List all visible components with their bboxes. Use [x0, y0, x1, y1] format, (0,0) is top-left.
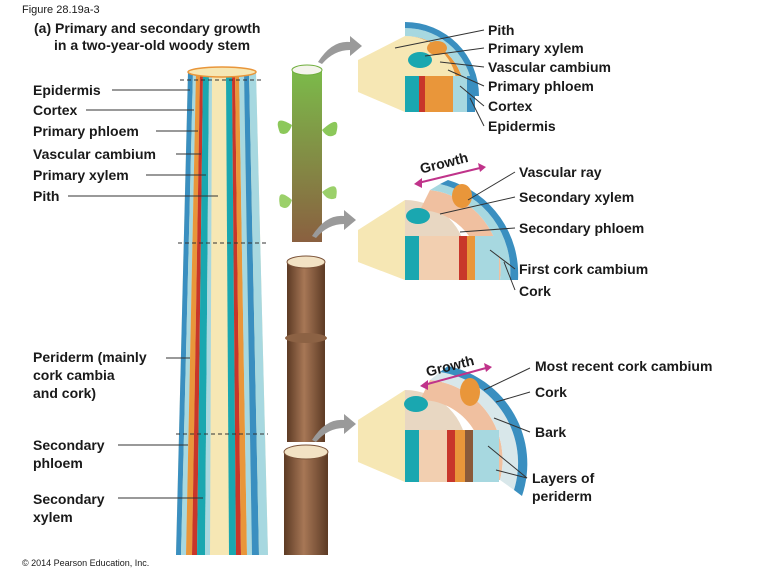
label-pith: Pith [33, 188, 60, 204]
green-young-stem [277, 64, 338, 242]
title-line-1: (a) Primary and secondary growth [34, 20, 261, 36]
label-epidermis: Epidermis [33, 82, 101, 98]
s2-label-secondary-phloem: Secondary phloem [519, 220, 645, 236]
s1-label-pith: Pith [488, 22, 515, 38]
label-secondary-xylem-line1: Secondary [33, 491, 105, 507]
growth-arrow-2 [414, 163, 486, 188]
s1-label-primary-phloem: Primary phloem [488, 78, 594, 94]
label-vascular-cambium: Vascular cambium [33, 146, 156, 162]
s3-label-bark: Bark [535, 424, 567, 440]
label-periderm-line2: cork cambia [33, 367, 115, 383]
label-cortex: Cortex [33, 102, 78, 118]
copyright: © 2014 Pearson Education, Inc. [22, 558, 150, 568]
left-leader-lines [68, 89, 218, 499]
label-secondary-phloem: Secondary phloem [33, 436, 105, 472]
woody-stem-year-1 [285, 255, 327, 442]
s2-label-secondary-xylem: Secondary xylem [519, 189, 635, 205]
figure-label: Figure 28.19a-3 [22, 4, 100, 16]
s2-label-first-cork-cambium: First cork cambium [519, 261, 649, 277]
section1-leaders [394, 29, 485, 127]
s1-label-vascular-cambium: Vascular cambium [488, 59, 611, 75]
label-periderm-line3: and cork) [33, 385, 97, 401]
label-secondary-phloem-line1: Secondary [33, 437, 105, 453]
label-primary-phloem: Primary phloem [33, 123, 139, 139]
s1-label-primary-xylem: Primary xylem [488, 40, 584, 56]
s3-label-cork: Cork [535, 384, 567, 400]
s3-label-layers-line2: periderm [532, 488, 592, 504]
label-periderm-line1: Periderm (mainly [33, 349, 147, 365]
cross-section-secondary [358, 180, 519, 280]
s1-label-epidermis: Epidermis [488, 118, 556, 134]
woody-stem-year-2 [283, 444, 329, 555]
s2-label-cork: Cork [519, 283, 551, 299]
s3-label-layers-line1: Layers of [532, 470, 595, 486]
callout-arrows [312, 36, 362, 442]
label-primary-xylem: Primary xylem [33, 167, 129, 183]
s2-label-vascular-ray: Vascular ray [519, 164, 602, 180]
label-periderm: Periderm (mainly cork cambia and cork) [33, 348, 147, 402]
growth-arrow-3 [420, 363, 492, 390]
title-line-2: in a two-year-old woody stem [54, 37, 251, 53]
s3-label-most-recent-cork-cambium: Most recent cork cambium [535, 358, 713, 374]
section3-leaders [483, 367, 531, 479]
s3-label-layers-of-periderm: Layers of periderm [532, 469, 594, 505]
label-secondary-phloem-line2: phloem [33, 455, 83, 471]
s1-label-cortex: Cortex [488, 98, 533, 114]
cross-section-periderm [358, 366, 528, 496]
cross-section-primary [358, 22, 479, 112]
section2-leaders [439, 171, 516, 291]
figure-title: (a) Primary and secondary growth in a tw… [34, 20, 260, 54]
label-secondary-xylem: Secondary xylem [33, 490, 105, 526]
longitudinal-stem [176, 66, 268, 555]
label-secondary-xylem-line2: xylem [33, 509, 73, 525]
